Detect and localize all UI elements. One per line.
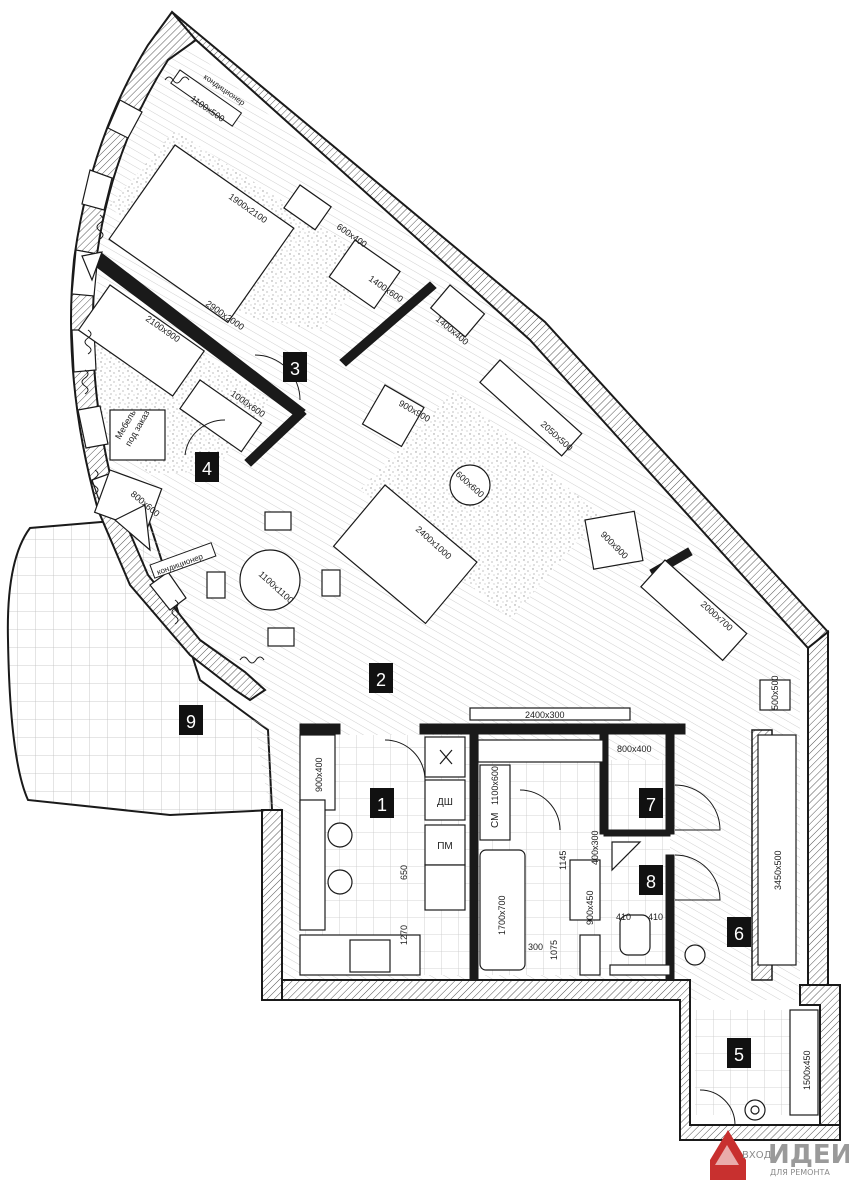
- room-number-8: 8: [646, 872, 656, 892]
- corner-shelf-top: [81, 251, 103, 282]
- sink-col: [424, 864, 466, 911]
- wardrobe-2000: [640, 559, 748, 662]
- living-furniture: [206, 359, 791, 721]
- bath: [479, 849, 526, 971]
- watermark-logo-icon: [710, 1130, 746, 1180]
- cook-col: [424, 736, 466, 778]
- sofa: [332, 484, 478, 625]
- room-number-3: 3: [290, 359, 300, 379]
- dim-410a: 410: [616, 912, 631, 922]
- nightstand: [283, 184, 332, 231]
- ac-unit-top: [170, 69, 243, 127]
- hall-wardrobe: [757, 734, 797, 966]
- washer-col: [479, 764, 511, 841]
- chair-3: [321, 569, 341, 597]
- counter-left: [299, 799, 326, 931]
- dim-hall-wardrobe: 3450x500: [773, 850, 783, 890]
- armchair-right: [584, 510, 644, 570]
- dishwasher-box: [424, 779, 466, 821]
- corner-shelf-bottom: [113, 504, 151, 552]
- bed-small: [77, 284, 206, 397]
- fridge-col: [299, 734, 336, 811]
- kitchen-furniture: [299, 734, 466, 976]
- chair-1: [264, 511, 292, 531]
- ac-unit-bottom: [149, 542, 217, 579]
- dim-410b: 410: [648, 912, 663, 922]
- room-label-6-bg: [727, 917, 751, 947]
- dim-1145: 1145: [558, 851, 568, 870]
- room-label-8-bg: [639, 865, 663, 895]
- room-label-9-bg: [179, 705, 203, 735]
- room-label-4-bg: [195, 452, 219, 482]
- room-number-2: 2: [376, 670, 386, 690]
- shelf-bath: [477, 739, 604, 763]
- toilet: [619, 914, 651, 956]
- sink-1: [327, 822, 353, 848]
- dishwasher-label: ДШ: [437, 797, 453, 808]
- room-number-4: 4: [202, 459, 212, 479]
- dim-400x300: 400x300: [590, 830, 600, 865]
- custom-furniture: [109, 409, 166, 461]
- outer-walls: [70, 10, 841, 1141]
- room-number-7: 7: [646, 795, 656, 815]
- dim-1270: 1270: [399, 925, 409, 945]
- hob: [349, 939, 391, 973]
- living-rug: [360, 390, 600, 620]
- coffee-table: [449, 464, 491, 506]
- entry-closet: [789, 1009, 819, 1116]
- wardrobe-1400: [328, 239, 401, 310]
- wardrobe-2400: [469, 707, 631, 721]
- room-labels: 3 4 2 9 1 7 8 6 5: [179, 352, 751, 1068]
- room-label-2-bg: [369, 663, 393, 693]
- dim-300: 300: [528, 942, 543, 952]
- dim-entry-closet: 1500x450: [802, 1050, 812, 1090]
- hall-sink: [684, 944, 706, 966]
- room-number-9: 9: [186, 712, 196, 732]
- sink-2: [327, 869, 353, 895]
- console: [429, 284, 486, 338]
- bathroom-furniture: [477, 739, 706, 976]
- dim-washer-col: 1100x600: [490, 766, 500, 805]
- dim-fridge-col: 900x400: [314, 757, 324, 792]
- dim-bath: 1700x700: [497, 895, 507, 935]
- armchair-top: [361, 384, 425, 448]
- bedroom-furniture: [108, 144, 486, 338]
- oven-label: ПМ: [437, 841, 453, 852]
- room-label-5-bg: [727, 1038, 751, 1068]
- oven-box: [424, 824, 466, 866]
- washer-label: СМ: [490, 813, 501, 828]
- room-label-1-bg: [370, 788, 394, 818]
- bath-cabinet: [579, 934, 601, 976]
- dining-table: [239, 549, 301, 611]
- dim-cabinet-500: 500x500: [770, 675, 780, 710]
- shower: [569, 859, 601, 921]
- room-label-3-bg: [283, 352, 307, 382]
- dim-cabinet-800: 800x400: [617, 744, 652, 754]
- watermark-big: ИДЕИ: [768, 1140, 849, 1170]
- room-number-1: 1: [377, 795, 387, 815]
- chair-4: [267, 627, 295, 647]
- chair-2: [206, 571, 226, 599]
- curtains: [81, 76, 265, 664]
- dim-wardrobe-2400: 2400x300: [525, 710, 565, 720]
- room-number-6: 6: [734, 924, 744, 944]
- cabinet-500: [759, 679, 791, 711]
- shelf: [179, 379, 263, 453]
- person-icon: [744, 1099, 766, 1121]
- dim-650: 650: [399, 865, 409, 880]
- room-label-7-bg: [639, 788, 663, 818]
- watermark-small: ВХОД: [742, 1150, 772, 1161]
- watermark-sub: ДЛЯ РЕМОНТА: [770, 1168, 830, 1177]
- study-furniture: [77, 251, 263, 552]
- dim-1075: 1075: [549, 940, 559, 960]
- bed: [108, 144, 295, 324]
- toilet-sink: [611, 841, 642, 872]
- room-number-5: 5: [734, 1045, 744, 1065]
- tv-unit: [479, 359, 583, 457]
- balcony-floor: [6, 516, 274, 817]
- dim-shower: 900x450: [585, 890, 595, 925]
- toilet-shelf: [609, 964, 671, 976]
